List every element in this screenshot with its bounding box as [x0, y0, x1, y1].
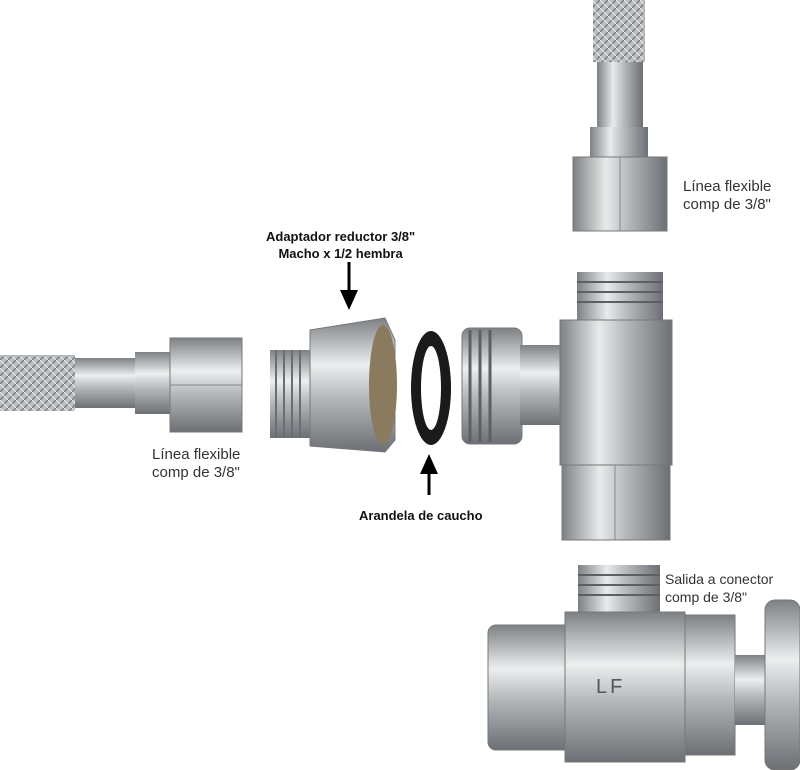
adapter-label: Adaptador reductor 3/8" Macho x 1/2 hemb… [266, 228, 415, 262]
tee-fitting [461, 272, 673, 541]
reducer-adapter [270, 317, 397, 453]
top-flexible-hose [572, 0, 668, 232]
adapter-label-line1: Adaptador reductor 3/8" [266, 229, 416, 244]
washer-label: Arandela de caucho [359, 508, 483, 523]
rubber-washer [411, 331, 451, 445]
top-hose-label-line1: Línea flexible [683, 178, 772, 195]
outlet-label-line2: comp de 3/8" [665, 589, 748, 605]
top-hose-label-line2: comp de 3/8" [683, 196, 771, 213]
left-hose-label-line1: Línea flexible [152, 446, 241, 463]
valve-lf-mark: LF [596, 676, 626, 698]
angle-stop-valve [487, 565, 800, 770]
left-hose-label-line2: comp de 3/8" [152, 464, 240, 481]
washer-arrow [420, 454, 438, 495]
left-flexible-hose [0, 337, 243, 433]
outlet-label-line1: Salida a conector [665, 571, 774, 587]
adapter-label-line2: Macho x 1/2 hembra [278, 246, 403, 261]
adapter-arrow [340, 262, 358, 310]
top-hose-label: Línea flexible comp de 3/8" [683, 178, 771, 214]
left-hose-label: Línea flexible comp de 3/8" [152, 446, 240, 482]
outlet-label: Salida a conector comp de 3/8" [665, 570, 773, 606]
